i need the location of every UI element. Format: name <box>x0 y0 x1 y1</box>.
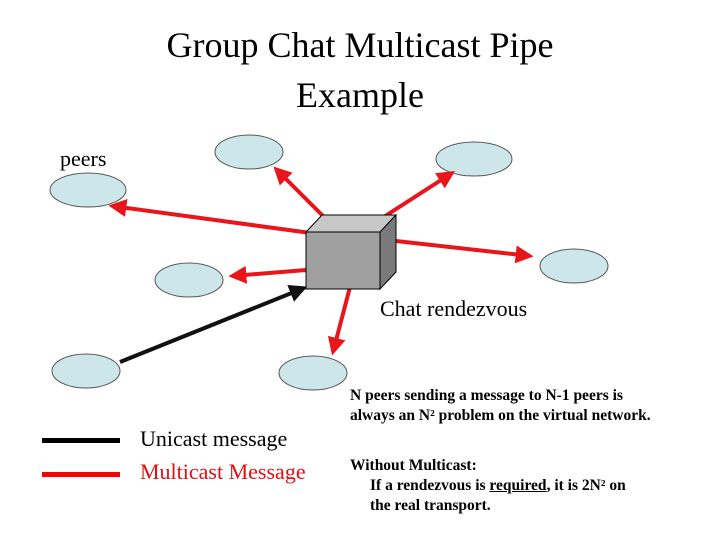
note2-line-1: Without Multicast: <box>350 457 477 474</box>
note2-line-3: the real transport. <box>370 497 491 514</box>
multicast-arrow-1 <box>108 199 319 236</box>
legend-unicast-label: Unicast message <box>140 426 288 451</box>
peer-node-5 <box>539 248 609 284</box>
note2-line-2: If a rendezvous is required, it is 2N² o… <box>350 476 710 496</box>
slide-title: Group Chat Multicast Pipe Example <box>0 20 720 120</box>
multicast-arrow-3 <box>374 171 456 224</box>
peer-node-6 <box>51 353 121 389</box>
note-without-multicast: Without Multicast: If a rendezvous is re… <box>350 456 710 516</box>
peers-label: peers <box>60 146 107 171</box>
peer-node-1 <box>49 172 127 208</box>
title-line-1: Group Chat Multicast Pipe <box>166 25 554 65</box>
rendezvous-cube <box>304 213 398 291</box>
multicast-arrow-4 <box>395 239 534 264</box>
note-virtual-network: N peers sending a message to N-1 peers i… <box>350 386 710 426</box>
multicast-arrow-6 <box>327 286 352 356</box>
peer-node-3 <box>435 141 513 177</box>
rendezvous-label: Chat rendezvous <box>380 296 528 321</box>
title-line-2: Example <box>296 75 424 115</box>
note2-line-2b: , it is 2N² on <box>546 477 626 494</box>
note1-line-1: N peers sending a message to N-1 peers i… <box>350 387 623 404</box>
legend-multicast-swatch <box>42 472 120 477</box>
unicast-arrow <box>119 285 308 364</box>
note2-line-2a: If a rendezvous is <box>370 477 490 494</box>
peer-node-7 <box>278 355 348 391</box>
note2-required: required <box>489 477 547 494</box>
peer-node-2 <box>214 134 284 170</box>
multicast-arrow-5 <box>228 265 307 284</box>
legend-multicast-label: Multicast Message <box>140 459 306 484</box>
note1-line-2: always an N² problem on the virtual netw… <box>350 407 651 424</box>
peer-node-4 <box>154 262 224 298</box>
legend-unicast-swatch <box>42 438 120 443</box>
